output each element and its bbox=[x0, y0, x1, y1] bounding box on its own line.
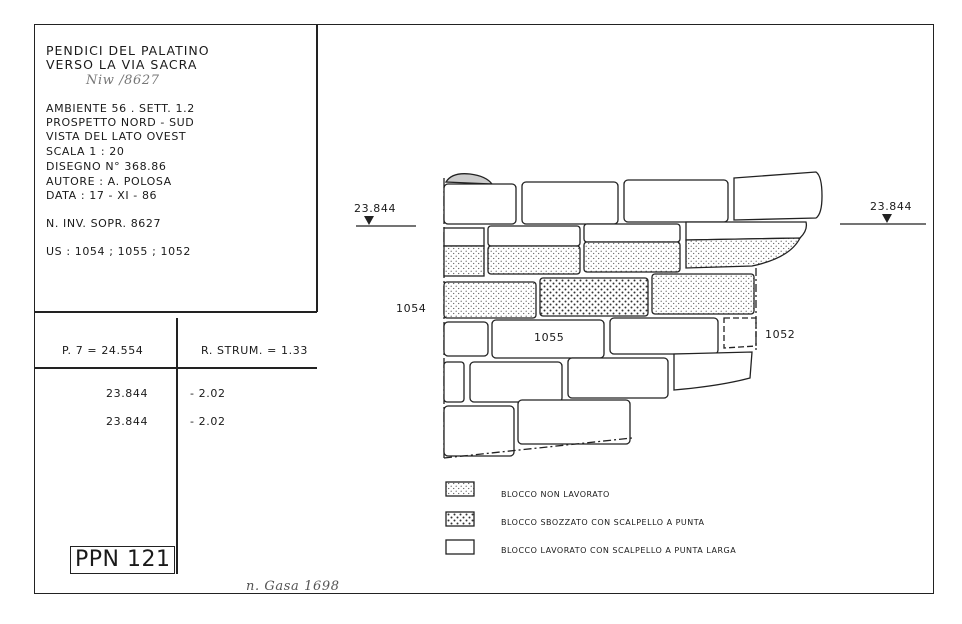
level-row-1-diff: - 2.02 bbox=[190, 387, 226, 400]
legend-label-2: BLOCCO SBOZZATO CON SCALPELLO A PUNTA bbox=[501, 518, 705, 527]
level-label-right: 23.844 bbox=[870, 200, 913, 213]
legend-swatch-blank bbox=[445, 539, 475, 555]
footer-handwritten-note: n. Gasa 1698 bbox=[246, 579, 340, 594]
us-label-1054: 1054 bbox=[396, 302, 427, 315]
us-label-1055: 1055 bbox=[534, 331, 565, 344]
title-line-1: PENDICI DEL PALATINO bbox=[46, 43, 210, 58]
rstrum-header: R. STRUM. = 1.33 bbox=[201, 344, 308, 357]
stone-block bbox=[583, 223, 681, 243]
us-list-text: US : 1054 ; 1055 ; 1052 bbox=[46, 245, 191, 258]
stone-block bbox=[521, 181, 619, 225]
stone-block bbox=[517, 399, 631, 445]
stone-block bbox=[487, 245, 581, 275]
vista-text: VISTA DEL LATO OVEST bbox=[46, 130, 187, 143]
stone-block bbox=[443, 361, 465, 403]
stone-block bbox=[651, 273, 755, 315]
levels-table-divider bbox=[176, 318, 178, 574]
title-line-2: VERSO LA VIA SACRA bbox=[46, 57, 198, 72]
title-block-bottom-border bbox=[34, 311, 317, 313]
p7-header: P. 7 = 24.554 bbox=[62, 344, 144, 357]
levels-table-header-line bbox=[34, 367, 317, 369]
level-row-2-quota: 23.844 bbox=[106, 415, 149, 428]
stone-block bbox=[443, 245, 485, 277]
stone-block bbox=[723, 317, 757, 349]
ambiente-text: AMBIENTE 56 . SETT. 1.2 bbox=[46, 102, 195, 115]
legend-swatch-coarse-stipple bbox=[445, 511, 475, 527]
disegno-text: DISEGNO N° 368.86 bbox=[46, 160, 167, 173]
level-row-1-quota: 23.844 bbox=[106, 387, 149, 400]
inventory-number-text: N. INV. SOPR. 8627 bbox=[46, 217, 162, 230]
stone-block bbox=[491, 319, 605, 359]
title-block-right-border bbox=[316, 24, 318, 312]
stone-block bbox=[487, 225, 581, 247]
stone-block bbox=[567, 357, 669, 399]
stone-block bbox=[583, 241, 681, 273]
stone-block bbox=[623, 179, 729, 223]
level-triangle-left bbox=[364, 216, 374, 225]
stone-block bbox=[469, 361, 563, 403]
legend-label-3: BLOCCO LAVORATO CON SCALPELLO A PUNTA LA… bbox=[501, 546, 737, 555]
handwritten-inventory-note: Niw /8627 bbox=[86, 73, 160, 88]
level-row-2-diff: - 2.02 bbox=[190, 415, 226, 428]
stone-block bbox=[733, 171, 823, 221]
ppn-stamp: PPN 121 bbox=[70, 546, 176, 574]
stone-block bbox=[443, 321, 489, 357]
stone-block bbox=[539, 277, 649, 317]
level-triangle-right bbox=[882, 214, 892, 223]
stone-rubble-top bbox=[444, 173, 494, 185]
stone-block bbox=[673, 351, 753, 391]
legend-swatch-fine-stipple bbox=[445, 481, 475, 497]
stone-block bbox=[443, 405, 515, 457]
stone-block bbox=[609, 317, 719, 355]
stone-block bbox=[685, 221, 808, 241]
data-text: DATA : 17 - XI - 86 bbox=[46, 189, 158, 202]
level-label-left: 23.844 bbox=[354, 202, 397, 215]
drawing-frame bbox=[34, 24, 934, 594]
stone-block bbox=[443, 281, 537, 319]
autore-text: AUTORE : A. POLOSA bbox=[46, 175, 172, 188]
prospetto-text: PROSPETTO NORD - SUD bbox=[46, 116, 195, 129]
scala-text: SCALA 1 : 20 bbox=[46, 145, 125, 158]
stone-block bbox=[685, 237, 802, 269]
legend-label-1: BLOCCO NON LAVORATO bbox=[501, 490, 610, 499]
stone-block bbox=[443, 227, 485, 247]
stone-block bbox=[443, 183, 517, 225]
us-label-1052: 1052 bbox=[765, 328, 796, 341]
